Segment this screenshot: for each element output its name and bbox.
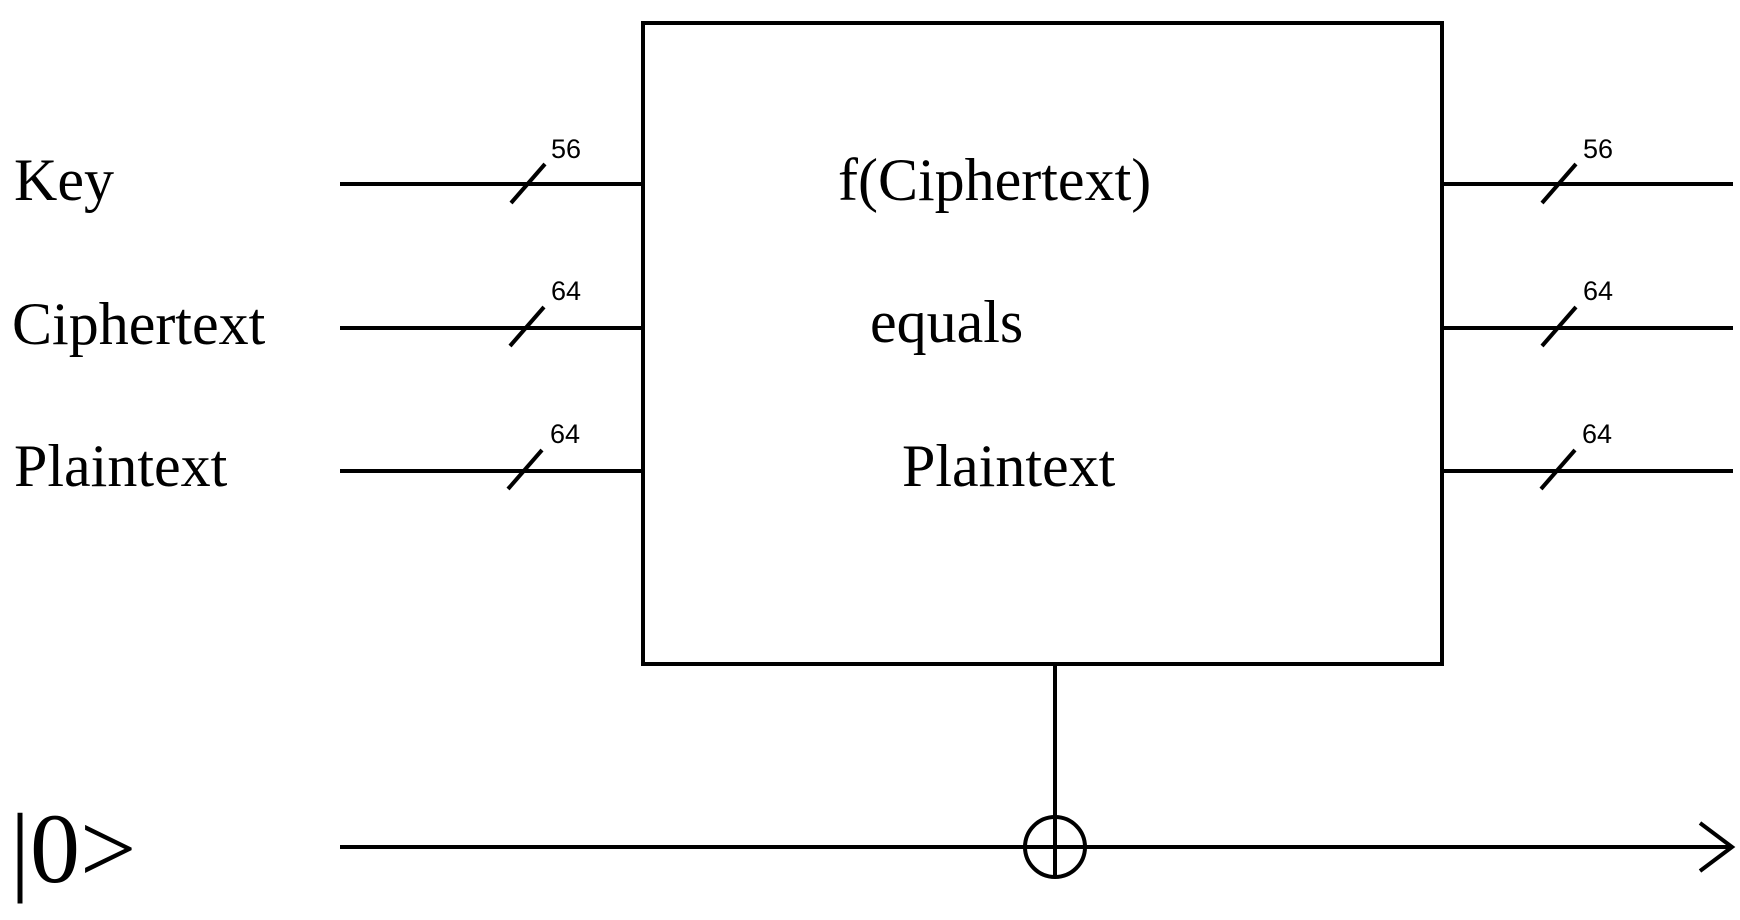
output-bus-slash-ciphertext bbox=[1540, 305, 1578, 348]
ancilla-label: |0> bbox=[10, 793, 136, 904]
input-bus-slash-plaintext bbox=[506, 448, 544, 491]
register-label-ciphertext: Ciphertext bbox=[12, 291, 266, 357]
oracle-text-line-2: equals bbox=[870, 289, 1023, 355]
input-bus-slash-ciphertext bbox=[508, 305, 546, 348]
input-bit-width-key: 56 bbox=[551, 134, 581, 164]
register-label-plaintext: Plaintext bbox=[14, 433, 228, 499]
output-bit-width-ciphertext: 64 bbox=[1583, 276, 1613, 306]
output-bit-width-plaintext: 64 bbox=[1582, 419, 1612, 449]
input-bit-width-ciphertext: 64 bbox=[551, 276, 581, 306]
xor-target-icon bbox=[1023, 815, 1087, 879]
input-bus-slash-key bbox=[509, 162, 547, 205]
ancilla-arrowhead bbox=[1698, 821, 1736, 873]
oracle-text-line-1: f(Ciphertext) bbox=[838, 147, 1151, 213]
output-bus-slash-plaintext bbox=[1539, 448, 1577, 491]
oracle-text-line-3: Plaintext bbox=[902, 433, 1116, 499]
output-bus-slash-key bbox=[1540, 162, 1578, 205]
input-bit-width-plaintext: 64 bbox=[550, 419, 580, 449]
register-label-key: Key bbox=[14, 147, 114, 213]
oracle-box bbox=[641, 21, 1444, 666]
output-bit-width-key: 56 bbox=[1583, 134, 1613, 164]
